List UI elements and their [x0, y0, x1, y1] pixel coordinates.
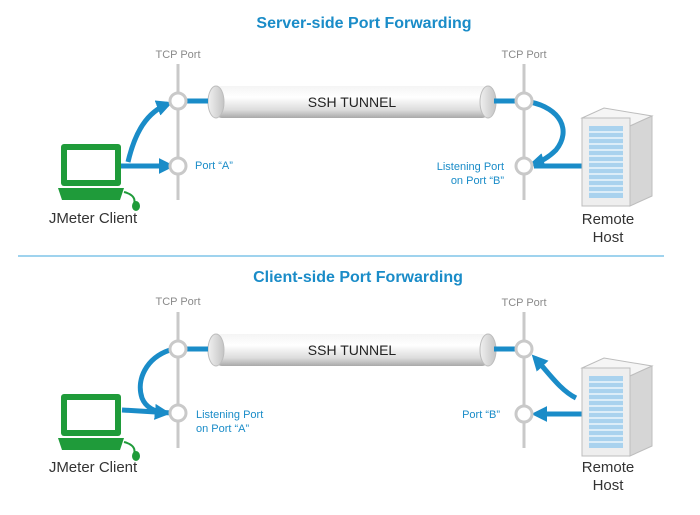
- port-circle-right-top: [514, 339, 534, 359]
- client-label: JMeter Client: [49, 210, 138, 227]
- ssh-tunnel-label: SSH TUNNEL: [308, 342, 397, 358]
- port-circle-left-bottom: [168, 403, 188, 423]
- listening-port-label-line2: on Port “B”: [451, 175, 505, 187]
- panel-server-side: Server-side Port Forwarding TCP Port TCP…: [49, 15, 654, 246]
- tcp-port-label-right: TCP Port: [501, 297, 546, 309]
- port-circle-left-top: [168, 339, 188, 359]
- listening-port-label-line2: on Port “A”: [196, 423, 250, 435]
- connector-client: [121, 407, 173, 416]
- host-label-line1: Remote: [582, 211, 635, 228]
- laptop-icon: [58, 394, 140, 461]
- port-circle-right-bottom: [514, 156, 534, 176]
- port-circle-left-bottom: [168, 156, 188, 176]
- server-icon: [580, 357, 654, 457]
- arrow-host-to-port-right: [531, 354, 578, 401]
- host-label-line2: Host: [593, 477, 625, 494]
- port-b-label: Port “B”: [462, 409, 500, 421]
- port-circle-left-top: [168, 91, 188, 111]
- arrow-to-listening-port-b: [528, 99, 566, 169]
- listening-port-label-line1: Listening Port: [437, 161, 504, 173]
- ssh-tunnel: SSH TUNNEL: [207, 333, 497, 367]
- client-label: JMeter Client: [49, 459, 138, 476]
- server-icon: [580, 107, 654, 207]
- panel-client-side: Client-side Port Forwarding TCP Port TCP…: [49, 269, 654, 494]
- port-a-label: Port “A”: [195, 160, 233, 172]
- listening-port-label-line1: Listening Port: [196, 409, 263, 421]
- port-circle-right-bottom: [514, 404, 534, 424]
- port-circle-right-top: [514, 91, 534, 111]
- host-label-line1: Remote: [582, 459, 635, 476]
- host-label-line2: Host: [593, 229, 625, 246]
- tcp-port-label-right: TCP Port: [501, 49, 546, 61]
- arrow-client-to-port-left: [125, 100, 173, 163]
- arrow-to-listening-port-a: [137, 347, 171, 420]
- ssh-tunnel: SSH TUNNEL: [207, 85, 497, 119]
- panel-title: Client-side Port Forwarding: [253, 269, 463, 286]
- laptop-icon: [58, 144, 140, 211]
- panel-title: Server-side Port Forwarding: [256, 15, 471, 32]
- ssh-tunnel-label: SSH TUNNEL: [308, 94, 397, 110]
- tcp-port-label-left: TCP Port: [155, 49, 200, 61]
- tcp-port-label-left: TCP Port: [155, 296, 200, 308]
